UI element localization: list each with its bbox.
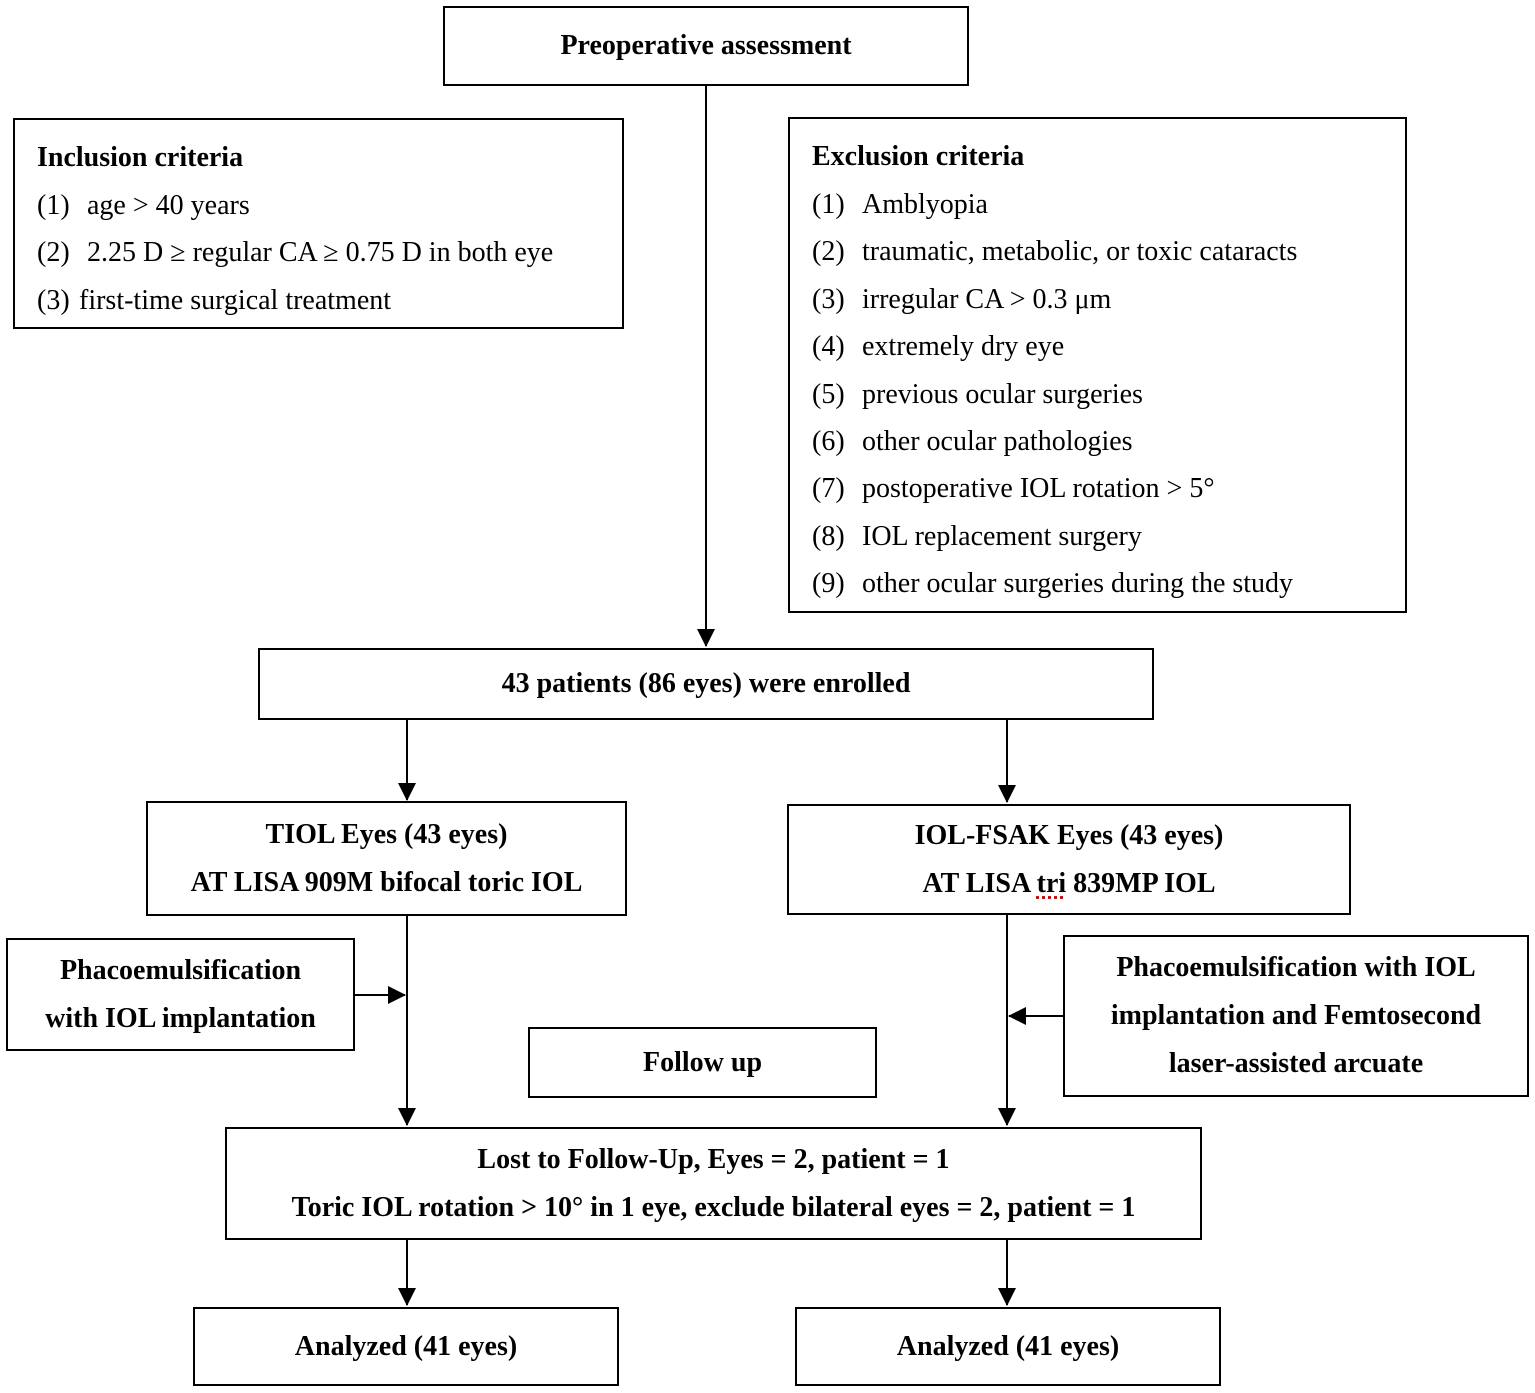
enrolled-label: 43 patients (86 eyes) were enrolled bbox=[501, 668, 911, 699]
lost-to-follow-up-box: Lost to Follow-Up, Eyes = 2, patient = 1… bbox=[225, 1127, 1202, 1240]
tiol-lens-label: AT LISA 909M bifocal toric IOL bbox=[190, 866, 583, 898]
preoperative-assessment-label: Preoperative assessment bbox=[560, 30, 852, 61]
exclusion-item: (9)other ocular surgeries during the stu… bbox=[812, 568, 1294, 600]
exclusion-item: (7)postoperative IOL rotation > 5° bbox=[812, 473, 1215, 505]
phaco-left-box: Phacoemulsification with IOL implantatio… bbox=[6, 938, 355, 1051]
exclusion-item: (4)extremely dry eye bbox=[812, 331, 1065, 363]
fsak-lens-tri: tri bbox=[1036, 867, 1067, 899]
exclusion-item: (5)previous ocular surgeries bbox=[812, 378, 1143, 410]
exclusion-item: (3)irregular CA > 0.3 μm bbox=[812, 283, 1112, 315]
analyzed-left-label: Analyzed (41 eyes) bbox=[294, 1330, 518, 1362]
inclusion-item: (3)first-time surgical treatment bbox=[37, 284, 392, 316]
phaco-right-line3: laser-assisted arcuate bbox=[1168, 1048, 1424, 1079]
phaco-right-line1: Phacoemulsification with IOL bbox=[1116, 952, 1476, 983]
analyzed-right-label: Analyzed (41 eyes) bbox=[896, 1330, 1120, 1362]
inclusion-item: (1)age > 40 years bbox=[37, 190, 250, 221]
exclusion-item: (1)Amblyopia bbox=[812, 189, 988, 220]
exclusion-heading: Exclusion criteria bbox=[812, 141, 1025, 172]
fsak-eyes-title: IOL-FSAK Eyes (43 eyes) bbox=[914, 819, 1224, 851]
phaco-right-line2: implantation and Femtosecond bbox=[1110, 1000, 1482, 1031]
inclusion-item: (2)2.25 D ≥ regular CA ≥ 0.75 D in both … bbox=[37, 237, 554, 269]
analyzed-left-box: Analyzed (41 eyes) bbox=[193, 1307, 619, 1386]
phaco-left-line1: Phacoemulsification bbox=[59, 954, 302, 986]
exclusion-item: (8)IOL replacement surgery bbox=[812, 520, 1142, 552]
exclusion-item: (2)traumatic, metabolic, or toxic catara… bbox=[812, 236, 1298, 268]
lost-line2: Toric IOL rotation > 10° in 1 eye, exclu… bbox=[291, 1191, 1136, 1223]
fsak-lens-label: AT LISA tri 839MP IOL bbox=[922, 867, 1216, 899]
fsak-eyes-box: IOL-FSAK Eyes (43 eyes) AT LISA tri 839M… bbox=[787, 804, 1351, 915]
follow-up-box: Follow up bbox=[528, 1027, 877, 1098]
analyzed-right-box: Analyzed (41 eyes) bbox=[795, 1307, 1221, 1386]
preoperative-assessment-box: Preoperative assessment bbox=[443, 6, 969, 86]
follow-up-label: Follow up bbox=[642, 1046, 763, 1078]
tiol-eyes-box: TIOL Eyes (43 eyes) AT LISA 909M bifocal… bbox=[146, 801, 627, 916]
lost-line1: Lost to Follow-Up, Eyes = 2, patient = 1 bbox=[477, 1143, 950, 1175]
inclusion-criteria-box: Inclusion criteria (1)age > 40 years (2)… bbox=[13, 118, 624, 329]
exclusion-criteria-box: Exclusion criteria (1)Amblyopia (2)traum… bbox=[788, 117, 1407, 613]
phaco-right-box: Phacoemulsification with IOL implantatio… bbox=[1063, 935, 1529, 1097]
tiol-eyes-title: TIOL Eyes (43 eyes) bbox=[265, 818, 508, 850]
enrolled-box: 43 patients (86 eyes) were enrolled bbox=[258, 648, 1154, 720]
inclusion-heading: Inclusion criteria bbox=[37, 142, 244, 173]
exclusion-item: (6)other ocular pathologies bbox=[812, 425, 1133, 457]
phaco-left-line2: with IOL implantation bbox=[45, 1002, 316, 1034]
